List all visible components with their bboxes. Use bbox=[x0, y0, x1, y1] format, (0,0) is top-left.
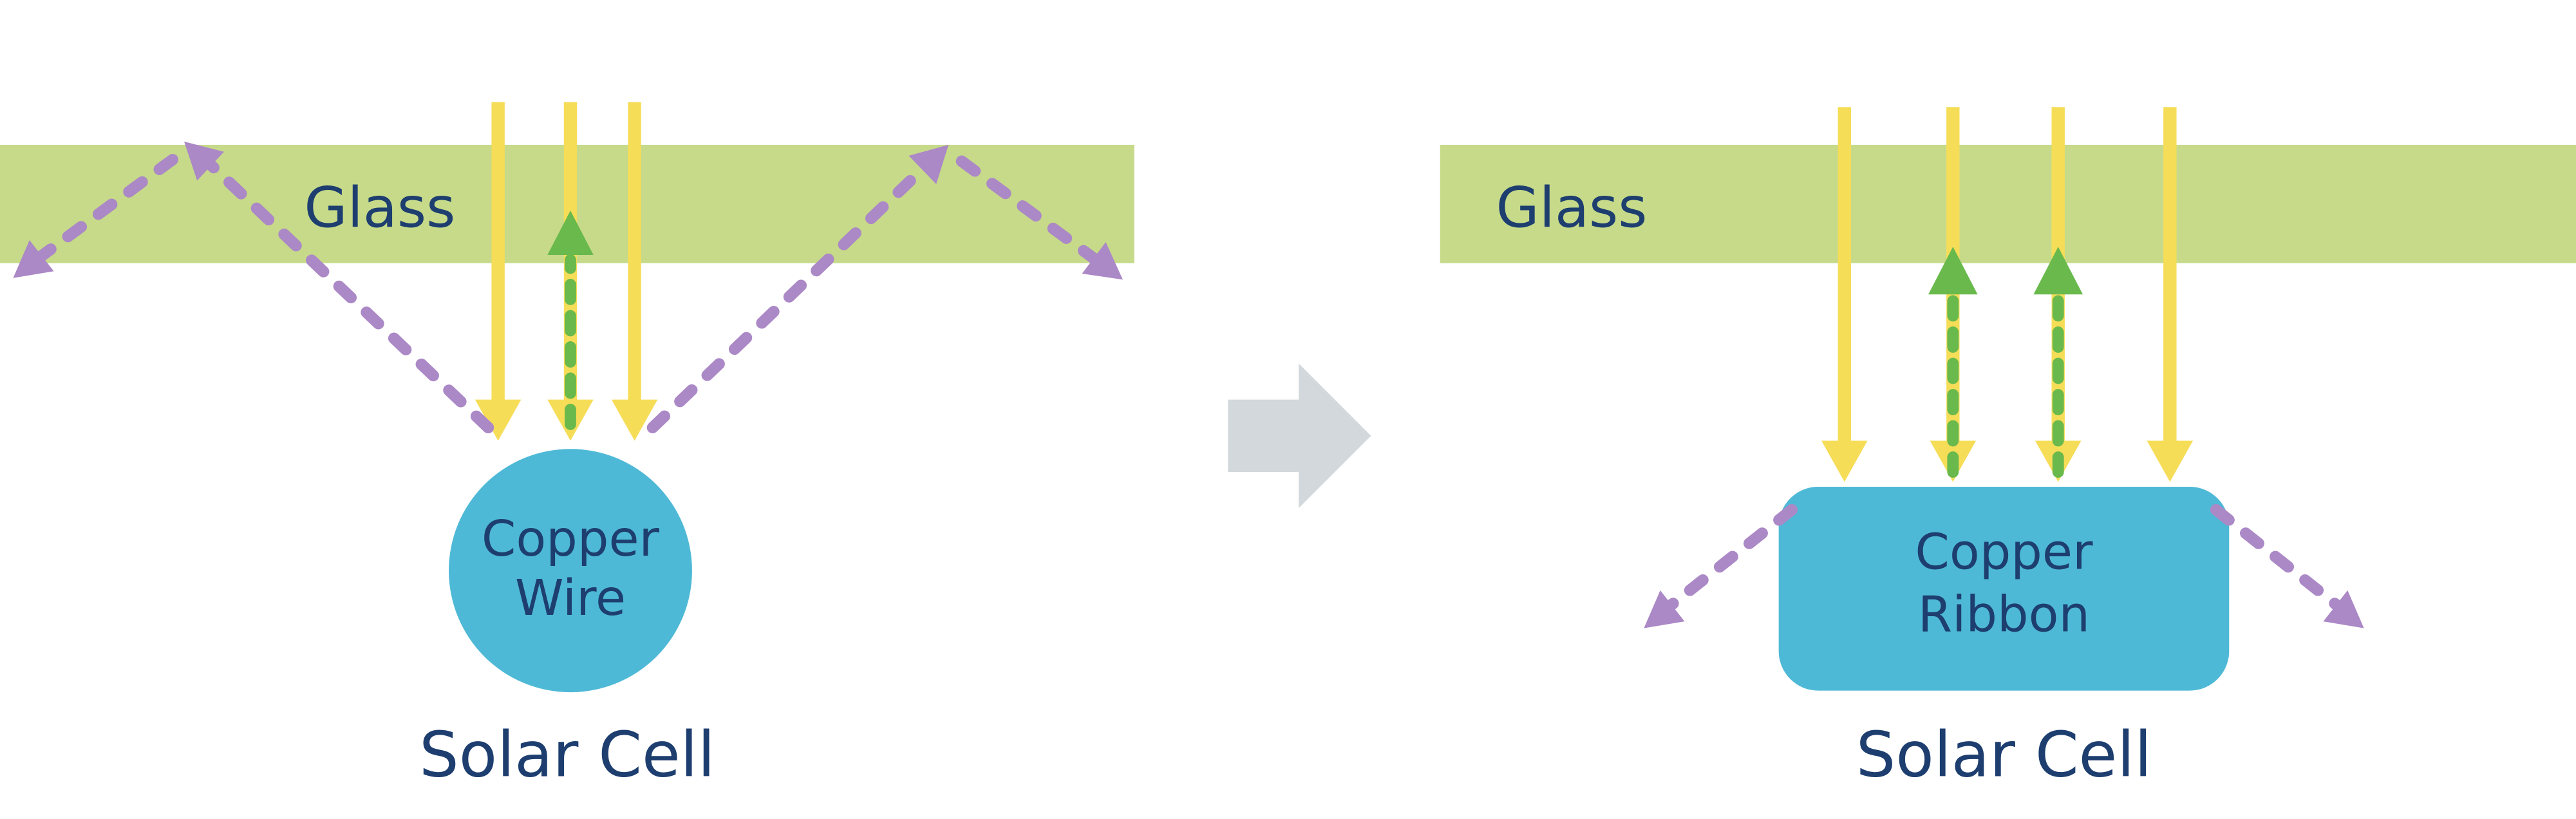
reflected-light-arrow-icon bbox=[2033, 247, 2083, 478]
scattered-light-arrow-icon bbox=[2210, 504, 2364, 628]
arrowhead-up-icon bbox=[547, 211, 594, 255]
sunlight-arrow-icon bbox=[2147, 107, 2194, 482]
copper-ribbon-shape bbox=[1778, 487, 2230, 691]
reflected-light-arrow-icon bbox=[547, 211, 594, 430]
scattered-light-arrow-icon bbox=[646, 144, 1123, 434]
arrowhead-up-icon bbox=[1928, 247, 1978, 295]
arrowhead-down-icon bbox=[1821, 440, 1868, 482]
scattered-ray bbox=[1661, 504, 1798, 614]
sunlight-arrow-icon bbox=[1821, 107, 1868, 482]
solar-cell-caption: Solar Cell bbox=[1856, 718, 2152, 791]
copper-wire-shape bbox=[449, 449, 692, 693]
glass-label: Glass bbox=[304, 176, 455, 241]
solar-cell-caption: Solar Cell bbox=[419, 718, 715, 791]
arrowhead-down-icon bbox=[2147, 440, 2194, 482]
arrowhead-down-right-icon bbox=[2323, 590, 2364, 628]
copper-ribbon-label-line1: Copper bbox=[1915, 524, 2093, 581]
arrowhead-down-right-icon bbox=[1082, 242, 1123, 280]
sunlight-arrow-icon bbox=[611, 102, 658, 441]
arrowhead-down-icon bbox=[475, 399, 522, 441]
copper-wire-label-line2: Wire bbox=[515, 570, 626, 627]
glass-label: Glass bbox=[1496, 176, 1647, 241]
right-panel: Copper Ribbon Glass Solar Cell bbox=[1440, 107, 2576, 791]
arrowhead-down-left-icon bbox=[1644, 590, 1685, 628]
scattered-ray bbox=[646, 160, 932, 434]
arrowhead-up-icon bbox=[2033, 247, 2083, 295]
scattered-light-arrow-icon bbox=[13, 141, 494, 434]
arrowhead-down-left-icon bbox=[13, 240, 54, 278]
arrowhead-up-right-icon bbox=[908, 144, 949, 184]
transition-arrow-icon bbox=[1228, 363, 1371, 509]
copper-wire-label-line1: Copper bbox=[482, 511, 660, 568]
reflected-light-arrow-icon bbox=[1928, 247, 1978, 478]
arrowhead-down-icon bbox=[611, 399, 658, 441]
sunlight-arrow-icon bbox=[475, 102, 522, 441]
scattered-light-arrow-icon bbox=[1644, 504, 1798, 628]
scattered-ray bbox=[30, 153, 179, 266]
scattered-ray bbox=[955, 155, 1104, 268]
left-panel: Copper Wire Glass Solar Cell bbox=[0, 102, 1134, 791]
scattered-ray bbox=[204, 158, 494, 434]
arrowhead-up-left-icon bbox=[183, 141, 224, 181]
scattered-ray bbox=[2210, 504, 2347, 614]
glass-layer bbox=[1440, 144, 2576, 263]
copper-ribbon-label-line2: Ribbon bbox=[1918, 587, 2090, 644]
